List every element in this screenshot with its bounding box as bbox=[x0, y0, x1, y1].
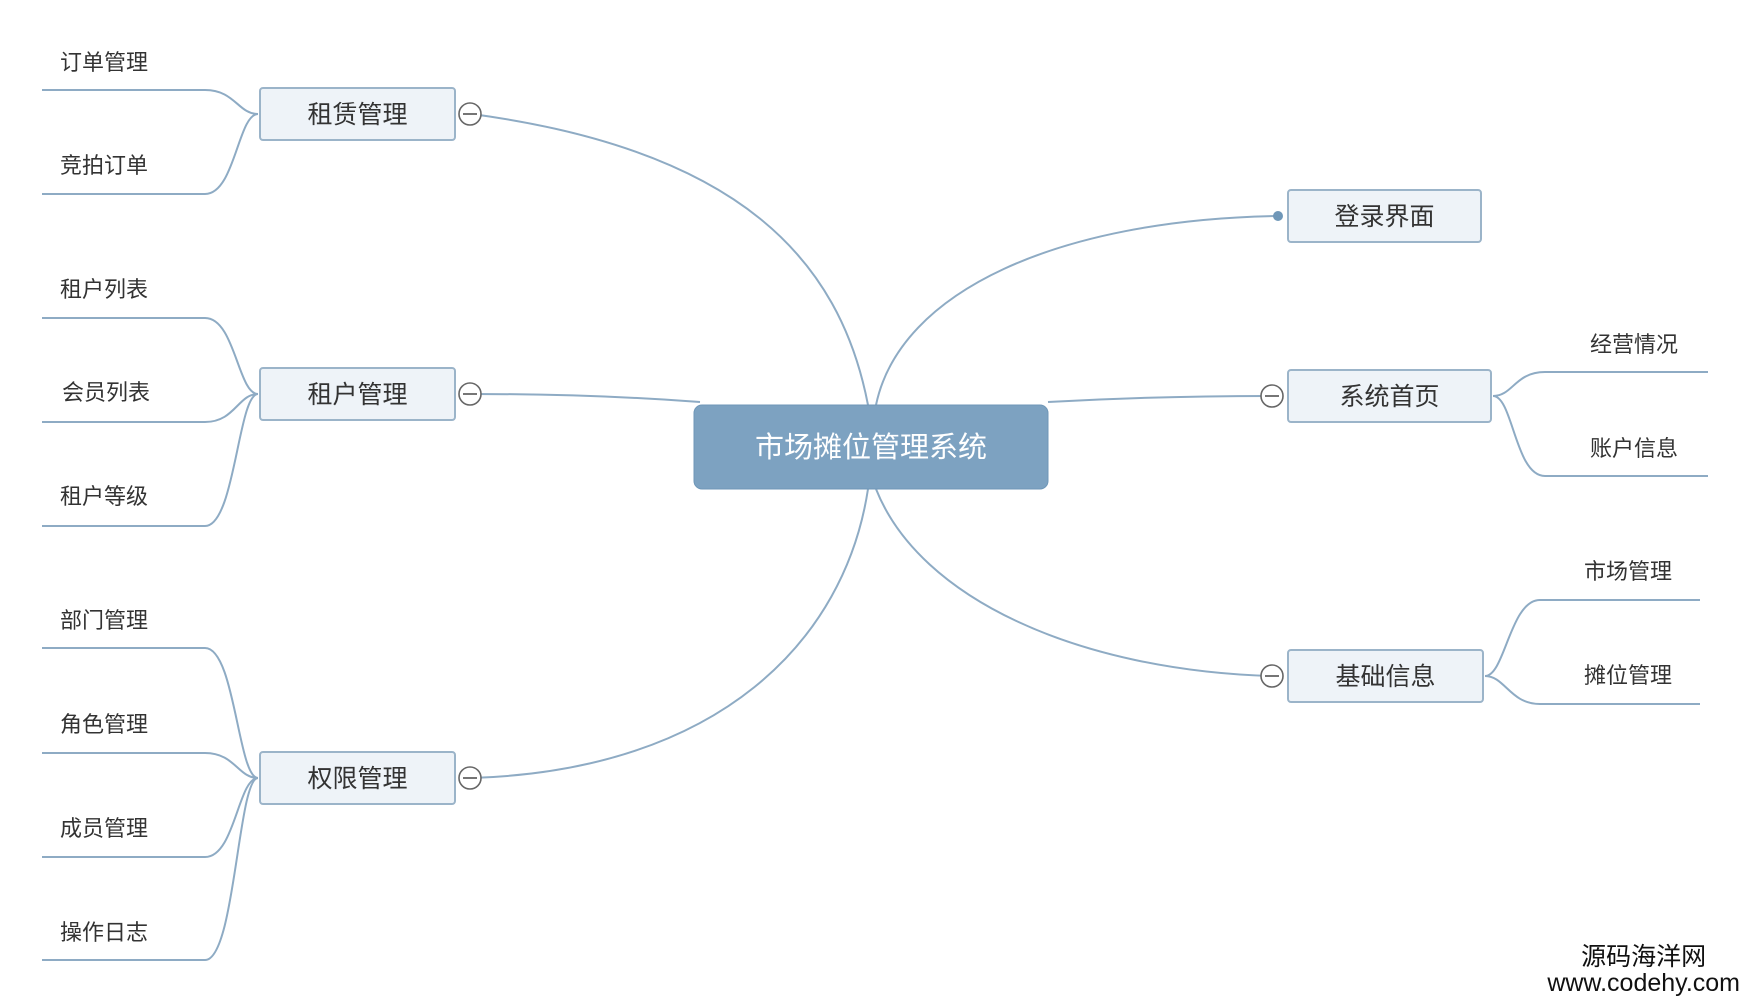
leaf-node-permission-2[interactable]: 角色管理 bbox=[60, 713, 148, 738]
home-connector bbox=[1047, 395, 1271, 403]
leaf-node-home-2[interactable]: 账户信息 bbox=[1590, 437, 1678, 462]
leaf-node-permission-3[interactable]: 成员管理 bbox=[60, 817, 148, 842]
login-connector bbox=[875, 215, 1277, 406]
branch-node-box bbox=[259, 751, 456, 805]
leaf-node-permission-4[interactable]: 操作日志 bbox=[60, 921, 148, 946]
collapse-toggle-icon[interactable] bbox=[458, 382, 482, 406]
branch-node-login[interactable]: 登录界面 bbox=[1287, 189, 1482, 243]
leaf-connector bbox=[42, 393, 259, 423]
leaf-connector bbox=[1484, 599, 1700, 677]
leaf-connector bbox=[42, 113, 259, 195]
leaf-node-tenant-3[interactable]: 租户等级 bbox=[60, 485, 148, 510]
permission-connector bbox=[471, 488, 869, 779]
connector-dot-icon bbox=[1273, 211, 1283, 221]
branch-node-label: 登录界面 bbox=[1334, 202, 1434, 231]
root-node[interactable]: 市场摊位管理系统 bbox=[693, 404, 1049, 490]
branch-node-box bbox=[1287, 649, 1484, 703]
watermark-url: www.codehy.com bbox=[1547, 968, 1740, 997]
branch-node-permission[interactable]: 权限管理 bbox=[259, 751, 456, 805]
leaf-node-rental-1[interactable]: 订单管理 bbox=[60, 51, 148, 76]
branch-node-label: 租赁管理 bbox=[307, 100, 407, 129]
branch-node-basic[interactable]: 基础信息 bbox=[1287, 649, 1484, 703]
root-node-box bbox=[693, 404, 1049, 490]
collapse-toggle-icon[interactable] bbox=[458, 102, 482, 126]
collapse-toggle-icon[interactable] bbox=[1260, 664, 1284, 688]
branch-node-box bbox=[1287, 189, 1482, 243]
branch-node-home[interactable]: 系统首页 bbox=[1287, 369, 1492, 423]
branch-node-label: 基础信息 bbox=[1335, 662, 1435, 691]
leaf-connector bbox=[1484, 675, 1700, 705]
leaf-node-basic-1[interactable]: 市场管理 bbox=[1584, 560, 1672, 585]
leaf-connector bbox=[42, 89, 259, 115]
branch-node-label: 租户管理 bbox=[307, 380, 407, 409]
leaf-node-basic-2[interactable]: 摊位管理 bbox=[1584, 664, 1672, 689]
collapse-toggle-icon[interactable] bbox=[458, 766, 482, 790]
branch-node-rental[interactable]: 租赁管理 bbox=[259, 87, 456, 141]
branch-node-box bbox=[259, 367, 456, 421]
branch-node-box bbox=[259, 87, 456, 141]
leaf-connector bbox=[42, 777, 259, 858]
rental-connector bbox=[471, 113, 869, 406]
leaf-node-tenant-1[interactable]: 租户列表 bbox=[60, 278, 148, 303]
branch-node-label: 系统首页 bbox=[1339, 382, 1439, 411]
root-node-label: 市场摊位管理系统 bbox=[755, 430, 987, 464]
collapse-toggle-icon[interactable] bbox=[1260, 384, 1284, 408]
leaf-connector bbox=[42, 317, 259, 395]
leaf-node-rental-2[interactable]: 竞拍订单 bbox=[60, 154, 148, 179]
leaf-connector bbox=[42, 752, 259, 779]
leaf-connector bbox=[42, 647, 259, 779]
branch-node-box bbox=[1287, 369, 1492, 423]
leaf-connector bbox=[42, 777, 259, 961]
branch-node-tenant[interactable]: 租户管理 bbox=[259, 367, 456, 421]
leaf-node-tenant-2[interactable]: 会员列表 bbox=[62, 381, 150, 406]
leaf-node-permission-1[interactable]: 部门管理 bbox=[60, 609, 148, 634]
branch-node-label: 权限管理 bbox=[307, 764, 407, 793]
leaf-connector bbox=[42, 393, 259, 527]
leaf-connector bbox=[1492, 395, 1708, 477]
tenant-connector bbox=[471, 393, 701, 403]
watermark: 源码海洋网 www.codehy.com bbox=[1547, 941, 1740, 997]
leaf-connector bbox=[1492, 371, 1708, 397]
leaf-node-home-1[interactable]: 经营情况 bbox=[1590, 333, 1678, 358]
watermark-name: 源码海洋网 bbox=[1581, 941, 1707, 971]
basic-connector bbox=[875, 488, 1271, 677]
